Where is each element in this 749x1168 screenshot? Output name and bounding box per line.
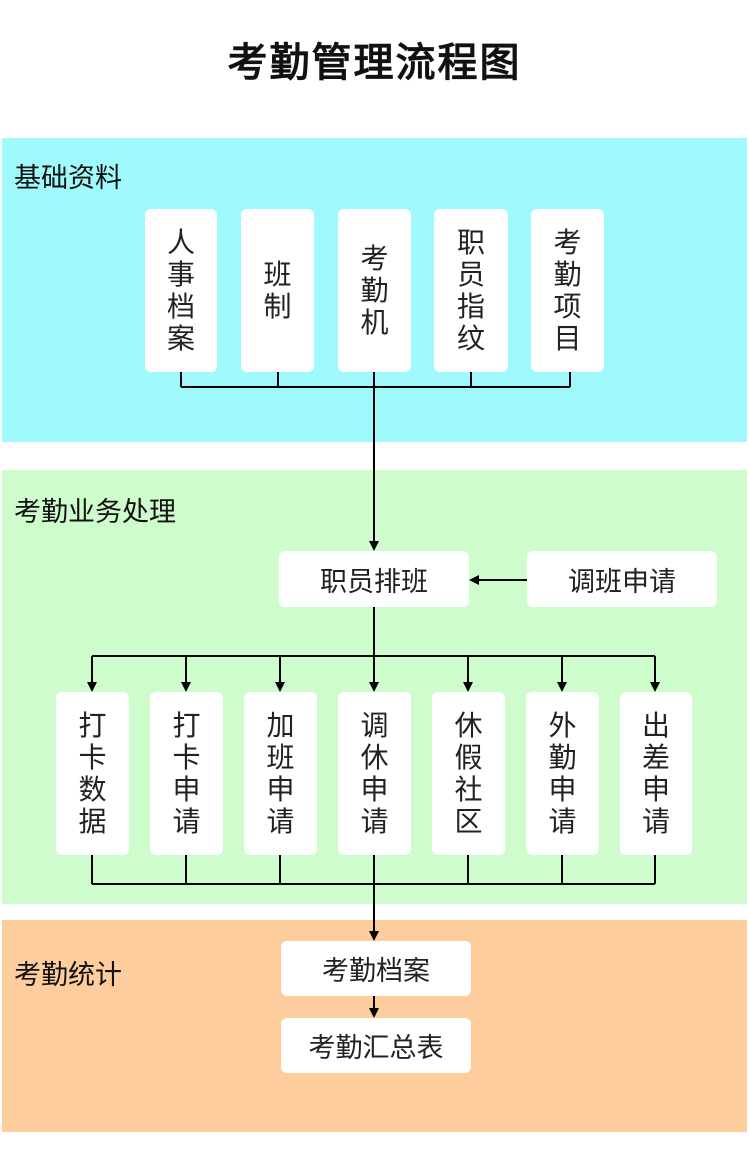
node-attendance-items-label: 考勤项目 [553,225,582,355]
node-field-work-request: 外勤申请 [526,692,599,855]
node-attendance-items: 考勤项目 [531,209,604,372]
node-clock-data: 打卡数据 [56,692,129,855]
node-shift-change-request: 调班申请 [527,551,717,607]
node-personnel-file-label: 人事档案 [166,225,195,355]
node-shift-system: 班制 [241,209,314,372]
node-clock-request-label: 打卡申请 [172,708,201,838]
section-statistics-label: 考勤统计 [14,960,122,991]
section-basic-data-label: 基础资料 [14,163,122,194]
page-title: 考勤管理流程图 [227,40,522,86]
node-field-work-request-label: 外勤申请 [548,708,577,838]
node-personnel-file: 人事档案 [145,209,217,372]
node-vacation: 休假社区 [432,692,505,855]
node-attendance-summary: 考勤汇总表 [281,1018,471,1073]
node-overtime-request-label: 加班申请 [266,708,295,838]
node-employee-fingerprint-label: 职员指纹 [456,225,485,355]
node-compensatory-leave-request-label: 调休申请 [360,708,389,838]
node-shift-system-label: 班制 [263,257,292,323]
node-clock-data-label: 打卡数据 [78,708,107,838]
node-business-trip-request-label: 出差申请 [641,708,670,838]
node-clock-request: 打卡申请 [150,692,223,855]
node-compensatory-leave-request: 调休申请 [338,692,411,855]
node-attendance-archive: 考勤档案 [281,941,471,996]
node-employee-fingerprint: 职员指纹 [434,209,508,372]
node-attendance-machine-label: 考勤机 [360,241,389,339]
node-employee-scheduling: 职员排班 [279,551,469,607]
node-attendance-machine: 考勤机 [338,209,411,372]
node-overtime-request: 加班申请 [244,692,317,855]
section-processing-label: 考勤业务处理 [14,497,176,528]
node-business-trip-request: 出差申请 [620,692,692,855]
node-vacation-label: 休假社区 [454,708,483,838]
